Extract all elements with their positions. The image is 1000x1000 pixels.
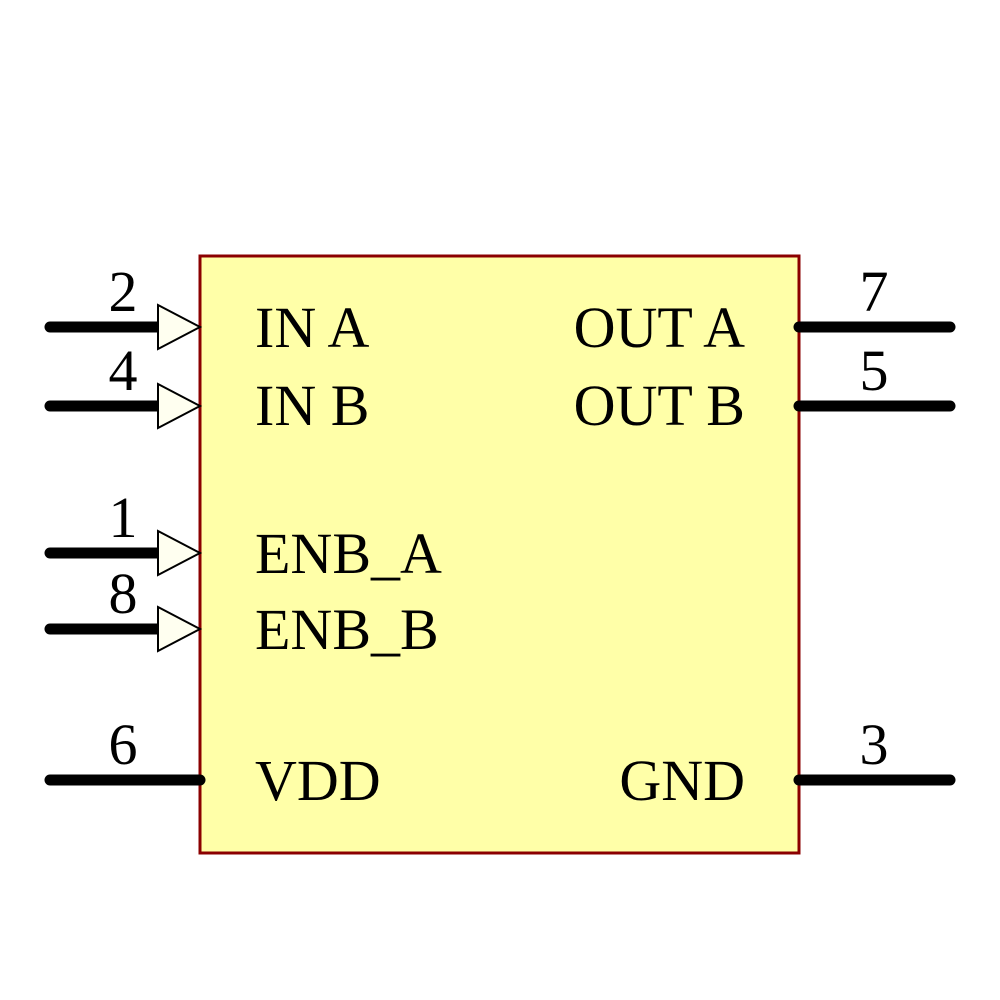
port-label-in-b: IN B (255, 373, 369, 438)
port-label-out-a: OUT A (574, 295, 745, 360)
port-label-enb-b: ENB_B (255, 597, 439, 662)
pin-number-out-b: 5 (860, 338, 889, 403)
port-label-vdd: VDD (255, 748, 381, 813)
port-label-gnd: GND (619, 748, 745, 813)
pin-in-b: 4 IN B (44, 338, 369, 438)
pin-number-enb-b: 8 (109, 561, 138, 626)
pin-number-out-a: 7 (860, 259, 889, 324)
port-label-enb-a: ENB_A (255, 521, 442, 586)
pin-in-a: 2 IN A (44, 259, 370, 360)
pin-arrowhead-in-b (157, 382, 203, 430)
port-label-in-a: IN A (255, 295, 370, 360)
pin-number-vdd: 6 (109, 712, 138, 777)
pin-number-enb-a: 1 (109, 485, 138, 550)
ic-body-rect (198, 254, 801, 855)
pin-arrowhead-enb-a (157, 529, 203, 577)
pin-arrowhead-in-a (157, 303, 203, 351)
port-label-out-b: OUT B (574, 373, 745, 438)
pin-number-gnd: 3 (860, 712, 889, 777)
pin-arrowhead-enb-b (157, 605, 203, 653)
pin-number-in-a: 2 (109, 259, 138, 324)
pin-number-in-b: 4 (109, 338, 138, 403)
